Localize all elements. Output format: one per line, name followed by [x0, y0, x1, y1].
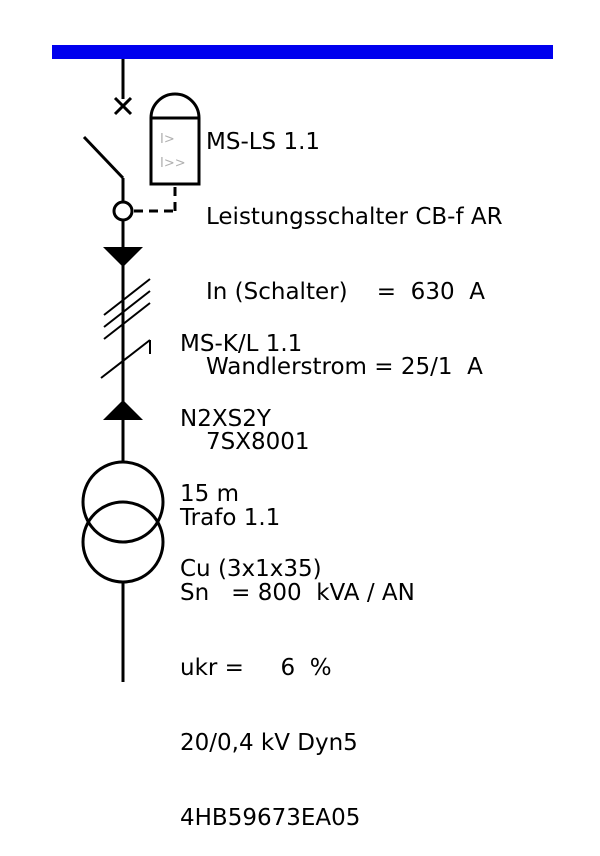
cable-end-up-triangle [103, 400, 143, 420]
transformer-rating: Sn = 800 kVA / AN [180, 580, 415, 606]
current-transformer-icon [112, 200, 134, 222]
cable-hatch-4 [100, 339, 151, 379]
disconnect-x-mark-b [113, 96, 133, 116]
breaker-order-no: 7SX8001 [206, 429, 310, 455]
cable-conductor: Cu (3x1x35) [180, 556, 322, 582]
transformer-primary-winding-icon [81, 460, 165, 544]
cable-hatch-1 [103, 278, 151, 316]
protection-relay-icon [149, 92, 201, 186]
cable-label: MS-K/L 1.1 N2XS2Y 15 m Cu (3x1x35) [180, 282, 322, 607]
busbar [52, 45, 553, 59]
cable-type: N2XS2Y [180, 406, 271, 432]
transformer-voltage: 20/0,4 kV Dyn5 [180, 730, 358, 756]
breaker-type: Leistungsschalter CB-f AR [206, 204, 503, 230]
transformer-order-no: 4HB59673EA05 [180, 805, 361, 831]
breaker-rated-current: In (Schalter) = 630 A [206, 279, 485, 305]
cable-end-down-triangle [103, 247, 143, 267]
breaker-name: MS-LS 1.1 [206, 129, 321, 155]
transformer-name: Trafo 1.1 [180, 505, 281, 531]
transformer-label: Trafo 1.1 Sn = 800 kVA / AN ukr = 6 % 20… [180, 456, 415, 856]
cable-name: MS-K/L 1.1 [180, 331, 303, 357]
cable-hatch-2 [103, 290, 151, 328]
breaker-blade [82, 135, 125, 180]
breaker-label: MS-LS 1.1 Leistungsschalter CB-f AR In (… [206, 80, 503, 480]
relay-mark-short-circuit: I>> [160, 156, 186, 171]
cable-hatch-3 [103, 302, 151, 340]
cable-length: 15 m [180, 481, 239, 507]
transformer-ukr: ukr = 6 % [180, 655, 332, 681]
breaker-ct-ratio: Wandlerstrom = 25/1 A [206, 354, 483, 380]
single-line-diagram: I> I>> [52, 45, 553, 682]
relay-mark-overcurrent: I> [160, 132, 175, 147]
